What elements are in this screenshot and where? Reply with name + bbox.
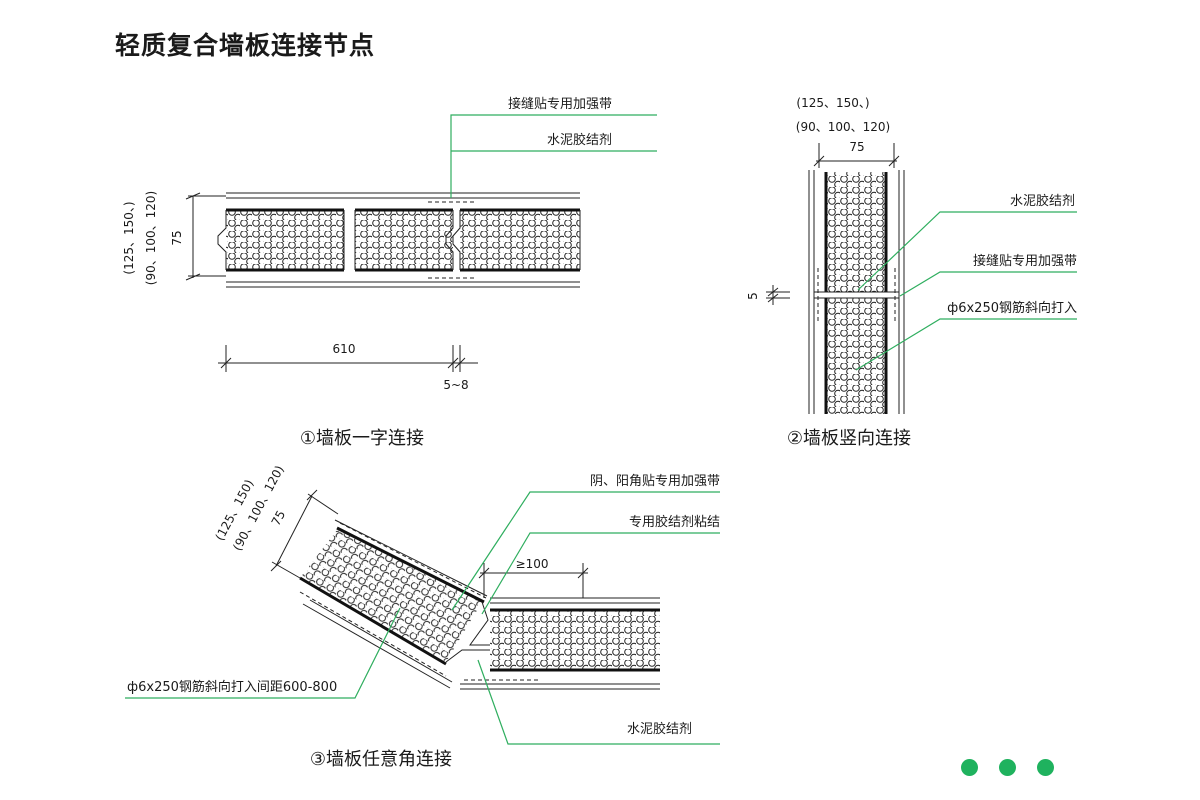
dim-thickness-options: (125、150、) <box>796 96 869 110</box>
callout-cement: 水泥胶结剂 <box>547 132 612 148</box>
callout-tape: 接缝贴专用加强带 <box>973 253 1077 269</box>
callout-rebar: ф6x250钢筋斜向打入 <box>947 300 1077 316</box>
dim-overlap: ≥100 <box>516 557 549 571</box>
detail-3-angle-joint: ≥100 75 (90、100、120) (125、150) 阴、阳角贴专用加强… <box>125 463 720 770</box>
panel-core <box>355 210 453 270</box>
dim-thickness: 75 <box>849 140 864 154</box>
caption-detail-3: ③墙板任意角连接 <box>310 749 452 770</box>
callout-cement: 水泥胶结剂 <box>627 721 692 737</box>
pager-dot-1[interactable] <box>961 759 978 776</box>
caption-detail-1: ①墙板一字连接 <box>300 428 424 449</box>
detail-2-vertical-joint: 75 (90、100、120) (125、150、) 5 水泥胶结剂 接缝贴专用… <box>746 96 1077 449</box>
callout-adhesive: 专用胶结剂粘结 <box>629 514 720 530</box>
panel-core-lower <box>826 298 886 414</box>
panel-core-straight <box>490 610 660 670</box>
callout-corner-tape: 阴、阳角贴专用加强带 <box>590 474 720 489</box>
detail-1-straight-joint: 接缝贴专用加强带 水泥胶结剂 75 (90、100、120) (125、150、… <box>122 96 657 449</box>
dim-width: 610 <box>333 342 356 356</box>
dim-thickness-options-2: (90、100、120) <box>144 191 158 285</box>
pager-dot-3[interactable] <box>1037 759 1054 776</box>
dim-thickness: 75 <box>170 230 184 245</box>
panel-core-upper <box>826 172 886 292</box>
caption-detail-2: ②墙板竖向连接 <box>787 428 911 449</box>
dim-thickness: 75 <box>269 508 289 528</box>
dim-gap: 5 <box>746 292 760 300</box>
panel-core <box>460 210 580 270</box>
dim-thickness-options: (125、150、) <box>122 201 136 274</box>
callout-rebar: ф6x250钢筋斜向打入间距600-800 <box>127 679 337 695</box>
panel-core <box>226 210 344 270</box>
dim-gap: 5~8 <box>443 378 468 392</box>
callout-cement: 水泥胶结剂 <box>1010 193 1075 209</box>
page-title: 轻质复合墙板连接节点 <box>115 31 376 60</box>
panel-core-angled <box>300 530 482 662</box>
callout-tape: 接缝贴专用加强带 <box>508 96 612 112</box>
dim-thickness-options-2: (90、100、120) <box>796 120 890 134</box>
pager-dot-2[interactable] <box>999 759 1016 776</box>
